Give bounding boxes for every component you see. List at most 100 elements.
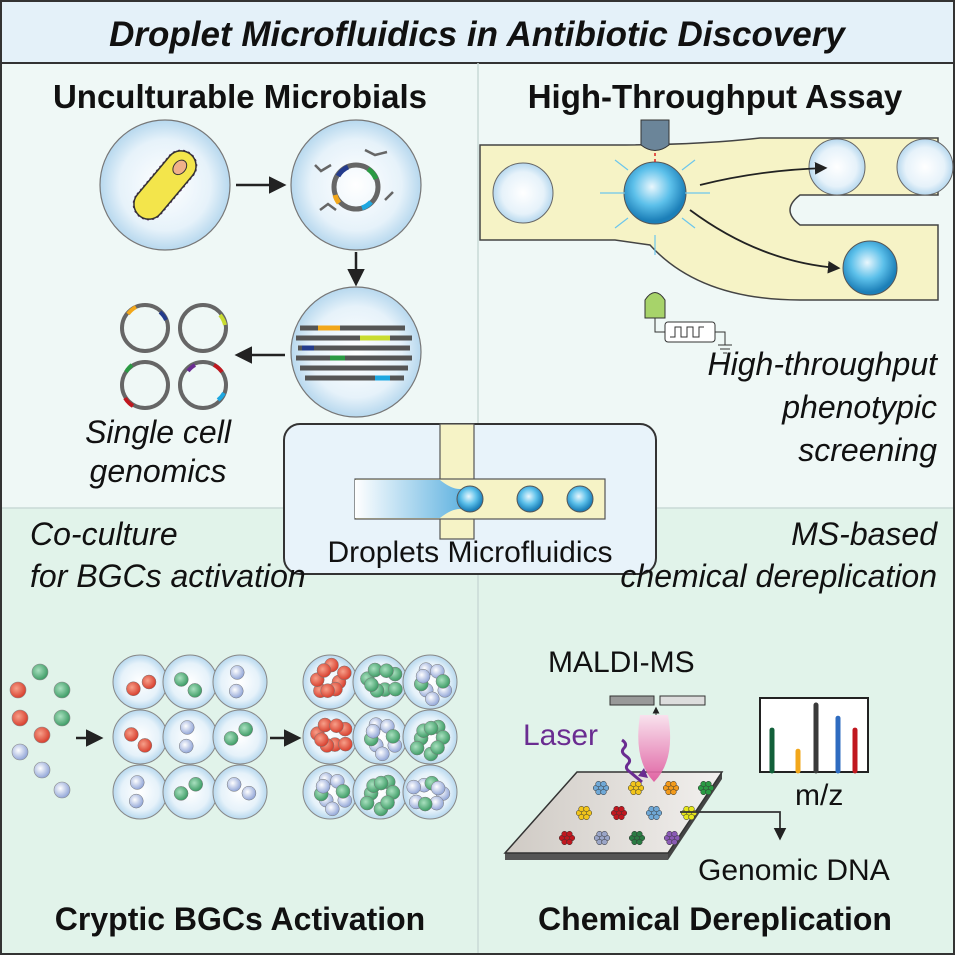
crystal	[670, 788, 677, 796]
crystal	[583, 805, 590, 813]
sample-spot	[662, 780, 680, 796]
droplet	[162, 764, 218, 820]
cell-red	[141, 674, 157, 690]
droplet	[112, 764, 168, 820]
cell-blue	[417, 796, 433, 812]
laser-label: Laser	[523, 719, 598, 752]
cell-green	[188, 777, 203, 792]
cell-green	[187, 683, 203, 698]
crystal	[636, 838, 643, 846]
droplet	[162, 709, 218, 765]
caption-phenotypic: phenotypic	[781, 389, 937, 425]
sample-spot	[592, 780, 610, 796]
crystal	[566, 838, 573, 846]
fluorescence-burst	[600, 159, 710, 255]
mz-axis-label: m/z	[795, 779, 843, 812]
heading-high-throughput-assay: High-Throughput Assay	[528, 78, 903, 115]
cell-green	[238, 722, 253, 737]
heading-chemical-dereplication: Chemical Dereplication	[538, 901, 892, 937]
cell-blue	[129, 775, 145, 790]
laser-beam-icon	[620, 738, 643, 784]
cell-red	[11, 709, 29, 727]
crystal	[635, 788, 642, 796]
crystal	[635, 780, 642, 788]
cell-blue	[241, 785, 257, 801]
cell-green	[174, 672, 189, 687]
cell-blue	[325, 801, 340, 817]
sample-spot	[628, 830, 646, 846]
crystal	[566, 830, 573, 838]
sample-spot	[697, 780, 715, 796]
cell-red	[316, 663, 332, 678]
cell-red	[126, 681, 141, 697]
sample-spot	[593, 830, 611, 846]
cell-red	[320, 683, 335, 698]
cell-blue	[33, 761, 51, 779]
cell-blue	[179, 720, 195, 735]
center-label: Droplets Microfluidics	[327, 536, 612, 569]
cell-green	[223, 731, 239, 746]
cell-blue	[229, 683, 244, 699]
cell-blue	[430, 780, 446, 796]
cell-green	[31, 663, 49, 681]
laser-arrowhead	[638, 768, 648, 778]
caption-high-throughput: High-throughput	[708, 346, 939, 382]
cell-green	[409, 740, 425, 756]
caption-ms-based: MS-based	[791, 516, 938, 552]
mass-spectrum	[759, 697, 869, 774]
sample-spot	[627, 780, 645, 796]
cell-blue	[335, 784, 351, 799]
cell-red	[124, 727, 139, 742]
droplet-bacterium	[99, 119, 231, 251]
crystal	[600, 780, 607, 788]
cell-red	[9, 681, 27, 699]
cell-green	[173, 786, 189, 801]
center-box: Droplets Microfluidics	[283, 423, 657, 575]
droplet	[112, 709, 168, 765]
crystal	[688, 813, 695, 821]
maldi-plate	[503, 771, 724, 860]
cell-green	[379, 663, 394, 678]
cell-green	[364, 677, 379, 692]
crystal	[601, 830, 608, 838]
droplet	[212, 654, 268, 710]
cell-green	[53, 709, 71, 727]
sample-spot	[610, 805, 628, 821]
cell-blue	[229, 665, 245, 680]
crystal	[670, 780, 677, 788]
cell-red	[338, 736, 353, 752]
crystal	[583, 813, 590, 821]
cell-blue	[11, 743, 29, 761]
crystal	[653, 805, 660, 813]
crystal	[600, 788, 607, 796]
cell-green	[423, 720, 439, 736]
co-culture-illustration	[9, 654, 458, 820]
cell-blue	[53, 781, 71, 799]
caption-genomics: genomics	[90, 453, 227, 489]
droplet	[162, 654, 218, 710]
caption-chemical-dereplication: chemical dereplication	[620, 558, 937, 594]
cell-blue	[315, 779, 331, 794]
crystal	[618, 813, 625, 821]
cell-green	[430, 740, 445, 755]
cell-blue	[385, 729, 401, 744]
cell-blue	[435, 674, 451, 689]
caption-single-cell: Single cell	[85, 414, 232, 450]
droplet-sequencing	[290, 286, 422, 418]
heading-unculturable-microbials: Unculturable Microbials	[53, 78, 427, 115]
crystal	[671, 830, 678, 838]
cell-blue	[365, 724, 381, 739]
assembled-genomes	[120, 303, 228, 410]
cell-blue	[375, 746, 390, 762]
crystal	[671, 838, 678, 846]
caption-screening: screening	[798, 432, 937, 468]
crystal	[618, 805, 625, 813]
cell-green	[53, 681, 71, 699]
cell-green	[373, 775, 389, 791]
cell-red	[329, 718, 344, 733]
cell-red	[33, 726, 51, 744]
heading-cryptic-bgcs-activation: Cryptic BGCs Activation	[55, 901, 425, 937]
